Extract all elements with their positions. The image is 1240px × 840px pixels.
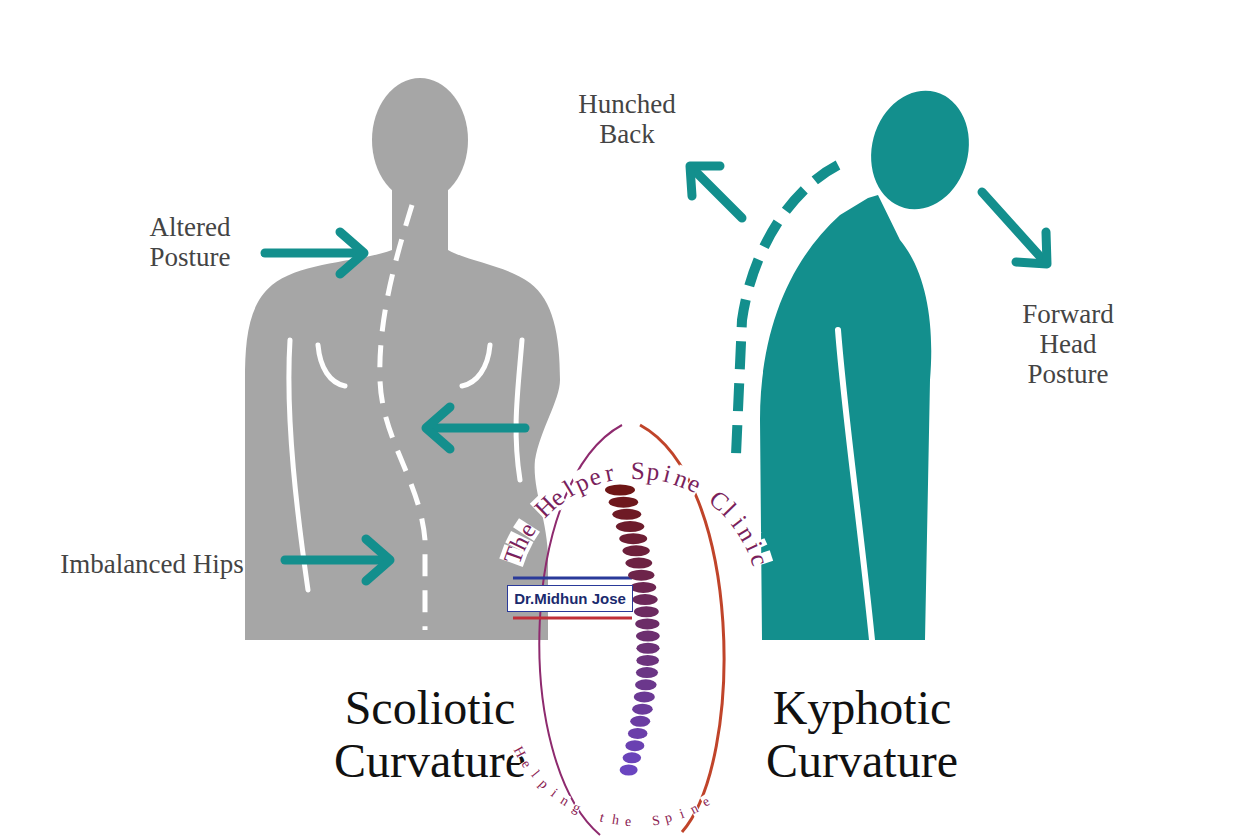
arc-letter: i [548, 787, 560, 800]
callout-label: Forward Head Posture [998, 300, 1138, 389]
vertebra [612, 509, 641, 520]
callout-label: Altered Posture [120, 213, 260, 272]
arc-letter: r [603, 460, 616, 486]
vertebra [632, 594, 657, 605]
callout-label: Imbalanced Hips [52, 550, 252, 580]
figure-title: Scoliotic Curvature [305, 682, 555, 788]
arc-letter: n [558, 793, 571, 809]
arc-letter: p [536, 777, 551, 792]
arc-letter: p [664, 810, 674, 825]
vertebra [636, 655, 659, 666]
arc-letter: i [677, 807, 685, 821]
arc-letter: e [700, 794, 713, 809]
vertebra [622, 545, 649, 556]
logo-name-box: Dr.Midhun Jose [507, 585, 633, 612]
callout-label: Hunched Back [562, 90, 692, 149]
vertebra [609, 497, 638, 508]
spine-logo [605, 485, 660, 776]
vertebra [635, 618, 659, 629]
arc-letter: S [651, 813, 661, 828]
vertebra [636, 667, 658, 678]
pointer-arrows [265, 166, 1047, 581]
arc-letter: t [598, 810, 605, 825]
vertebra [634, 691, 655, 702]
clinic-slogan: Helping the Spine [0, 0, 1, 1]
vertebra [632, 704, 653, 715]
arc-letter: S [631, 457, 645, 482]
vertebra [630, 716, 650, 727]
vertebra [630, 582, 656, 593]
vertebra [620, 765, 638, 776]
vertebra [628, 728, 648, 739]
arc-letter: p [645, 458, 661, 484]
vertebra [605, 485, 635, 496]
vertebra [623, 752, 642, 763]
arc-letter: h [610, 813, 619, 828]
vertebra [636, 643, 659, 654]
arc-letter: l [528, 768, 541, 780]
clinic-name: The Helper Spine Clinic [0, 0, 1, 1]
scoliotic-figure [245, 78, 560, 640]
vertebra [619, 533, 647, 544]
logo-frame [513, 425, 724, 835]
vertebra [634, 606, 659, 617]
figure-title: Kyphotic Curvature [737, 682, 987, 788]
vertebra [625, 558, 652, 569]
kyphotic-figure [736, 80, 982, 640]
doctor-name: Dr.Midhun Jose [514, 590, 626, 607]
vertebra [628, 570, 654, 581]
vertebra [636, 631, 660, 642]
vertebra [635, 679, 657, 690]
arc-letter: e [625, 815, 632, 829]
vertebra [625, 740, 644, 751]
vertebra [616, 521, 644, 532]
